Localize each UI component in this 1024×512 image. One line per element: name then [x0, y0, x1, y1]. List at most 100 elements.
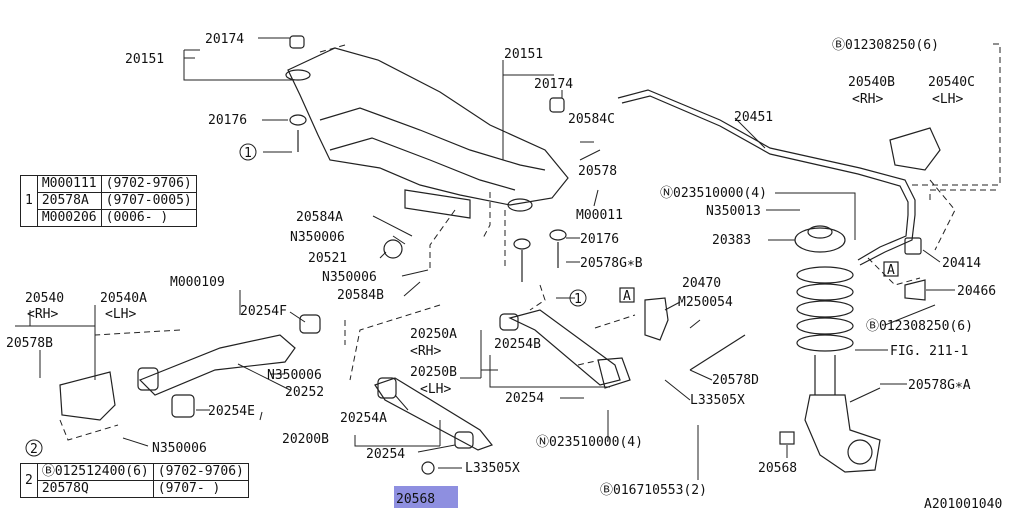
strut-mount-20383[interactable]: [794, 225, 846, 253]
label-20584A: 20584A: [296, 210, 343, 225]
label-N023510000b: Ⓝ023510000(4): [536, 435, 643, 450]
label-20578GA: 20578G∗A: [908, 378, 971, 393]
mount-20176b[interactable]: [513, 229, 567, 282]
nut-20568b[interactable]: [779, 431, 795, 445]
label-20568a: 20568: [396, 492, 435, 507]
label-B012308250a: Ⓑ012308250(6): [832, 38, 939, 53]
table1-row3-part: M000206: [36, 209, 102, 227]
label-20254E: 20254E: [208, 404, 255, 419]
label-RH2: <RH>: [27, 307, 58, 322]
mount-20174a[interactable]: [289, 35, 305, 49]
label-LH1: <LH>: [932, 92, 963, 107]
label-N350006d: N350006: [152, 441, 207, 456]
label-N023510000a: Ⓝ023510000(4): [660, 186, 767, 201]
bracket-20540-A[interactable]: [59, 371, 116, 421]
dashed-guides: [59, 43, 1001, 441]
label-20578: 20578: [578, 164, 617, 179]
ref-A2: A: [623, 289, 631, 304]
table1-row2-part: 20578A: [36, 192, 102, 210]
label-LH2: <LH>: [105, 307, 136, 322]
highlight-20568: [394, 486, 458, 508]
label-B016710553: Ⓑ016710553(2): [600, 483, 707, 498]
stabilizer-bar-20451[interactable]: [617, 89, 916, 266]
toe-link-20470[interactable]: [644, 297, 669, 341]
label-20174a: 20174: [205, 32, 244, 47]
table2-row1-range: (9702-9706): [152, 463, 249, 481]
label-20521: 20521: [308, 251, 347, 266]
label-20383: 20383: [712, 233, 751, 248]
label-RH1: <RH>: [852, 92, 883, 107]
label-20250B: 20250B: [410, 365, 457, 380]
leader-lines: [15, 37, 955, 480]
mount-20174b[interactable]: [549, 97, 565, 113]
label-B012308250b: Ⓑ012308250(6): [866, 319, 973, 334]
label-RH3: <RH>: [410, 344, 441, 359]
label-20200B: 20200B: [282, 432, 329, 447]
label-20466: 20466: [957, 284, 996, 299]
label-20578D: 20578D: [712, 373, 759, 388]
label-20540: 20540: [25, 291, 64, 306]
label-20578GB: 20578G∗B: [580, 256, 643, 271]
label-20254Ba: 20254B: [494, 337, 541, 352]
table2-ref: 2: [20, 463, 38, 498]
label-M000011: M00011: [576, 208, 623, 223]
bolt-20578D[interactable]: [689, 334, 746, 371]
bushing-20521[interactable]: [383, 239, 403, 259]
link-20250A[interactable]: [499, 309, 631, 389]
callout-1a: 1: [244, 146, 252, 161]
table1-ref: 1: [20, 175, 38, 227]
label-20151b: 20151: [504, 47, 543, 62]
label-LH3: <LH>: [420, 382, 451, 397]
label-M250054: M250054: [678, 295, 733, 310]
trailing-link-20252[interactable]: [137, 314, 321, 418]
crossmember-20151[interactable]: [285, 47, 569, 219]
label-N350006a: N350006: [290, 230, 345, 245]
clamp-20466[interactable]: [904, 279, 926, 301]
table2-row2-range: (9707- ): [152, 480, 249, 498]
knuckle-housing[interactable]: [804, 394, 881, 473]
table-ref-2: 2 Ⓑ012512400(6) (9702-9706) 20578Q (9707…: [20, 463, 249, 498]
footer-code: A201001040: [924, 497, 1002, 512]
stabilizer-bushing-20414[interactable]: [904, 237, 922, 255]
label-20540A: 20540A: [100, 291, 147, 306]
table2-row2-part: 20578Q: [36, 480, 154, 498]
label-20540C: 20540C: [928, 75, 975, 90]
label-L33505Xb: L33505X: [465, 461, 520, 476]
label-20151a: 20151: [125, 52, 164, 67]
table2-row1-part: Ⓑ012512400(6): [36, 463, 154, 481]
bolt-20578GA[interactable]: [849, 387, 881, 403]
nut-20568a[interactable]: [421, 461, 435, 475]
stabilizer-bracket-20540B-C[interactable]: [889, 127, 941, 171]
label-N350006c: N350006: [267, 368, 322, 383]
label-20174b: 20174: [534, 77, 573, 92]
coil-spring-strut[interactable]: [796, 266, 854, 395]
callout-1b: 1: [574, 292, 582, 307]
label-20584B: 20584B: [337, 288, 384, 303]
table1-row1-part: M000111: [36, 175, 102, 193]
link-20250B[interactable]: [374, 377, 493, 451]
table1-row3-range: (0006- ): [100, 209, 197, 227]
mount-20176a[interactable]: [289, 114, 307, 152]
label-20578B: 20578B: [6, 336, 53, 351]
label-20252: 20252: [285, 385, 324, 400]
label-20540B: 20540B: [848, 75, 895, 90]
label-L33505Xa: L33505X: [690, 393, 745, 408]
table-ref-1: 1 M000111 (9702-9706) 20578A (9707-0005)…: [20, 175, 197, 227]
label-20254A: 20254A: [340, 411, 387, 426]
label-20254b: 20254: [366, 447, 405, 462]
label-20568b: 20568: [758, 461, 797, 476]
label-20176a: 20176: [208, 113, 247, 128]
ref-A1: A: [887, 263, 895, 278]
label-M000109: M000109: [170, 275, 225, 290]
part-labels: 20174 20151 20176 20151 20174 20584C 205…: [6, 32, 1002, 512]
table1-row2-range: (9707-0005): [100, 192, 197, 210]
label-20250A: 20250A: [410, 327, 457, 342]
label-20254F: 20254F: [240, 304, 287, 319]
table1-row1-range: (9702-9706): [100, 175, 197, 193]
label-20176b: 20176: [580, 232, 619, 247]
label-20414: 20414: [942, 256, 981, 271]
label-N350013: N350013: [706, 204, 761, 219]
label-20470: 20470: [682, 276, 721, 291]
label-20584C: 20584C: [568, 112, 615, 127]
